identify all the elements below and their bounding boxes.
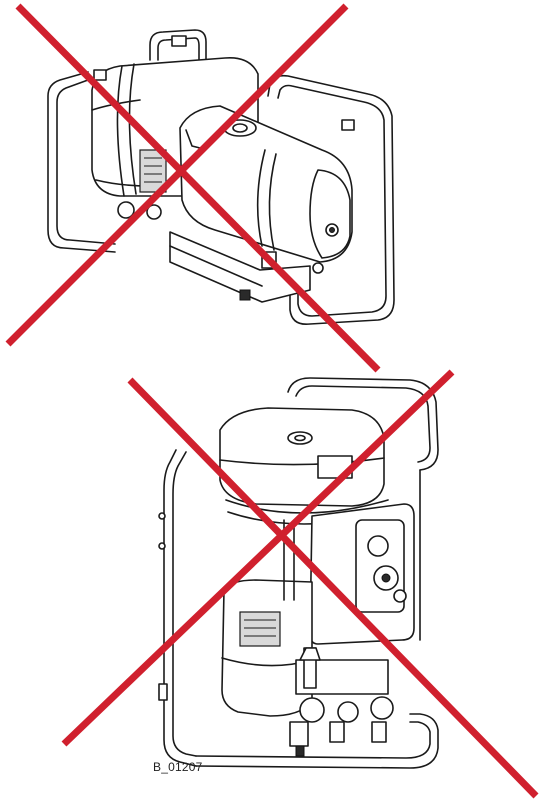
unit-upright-drawing — [158, 377, 439, 769]
prohibition-cross-top — [5, 3, 381, 373]
prohibition-stroke-top-b — [5, 3, 349, 347]
unit-horizontal-drawing — [47, 29, 395, 326]
prohibition-stroke-top-a — [15, 3, 381, 373]
prohibition-stroke-bottom-b — [61, 369, 455, 747]
prohibition-cross-bottom — [61, 369, 539, 799]
figure-caption: B_01207 — [153, 760, 203, 774]
prohibition-stroke-bottom-a — [127, 377, 539, 799]
